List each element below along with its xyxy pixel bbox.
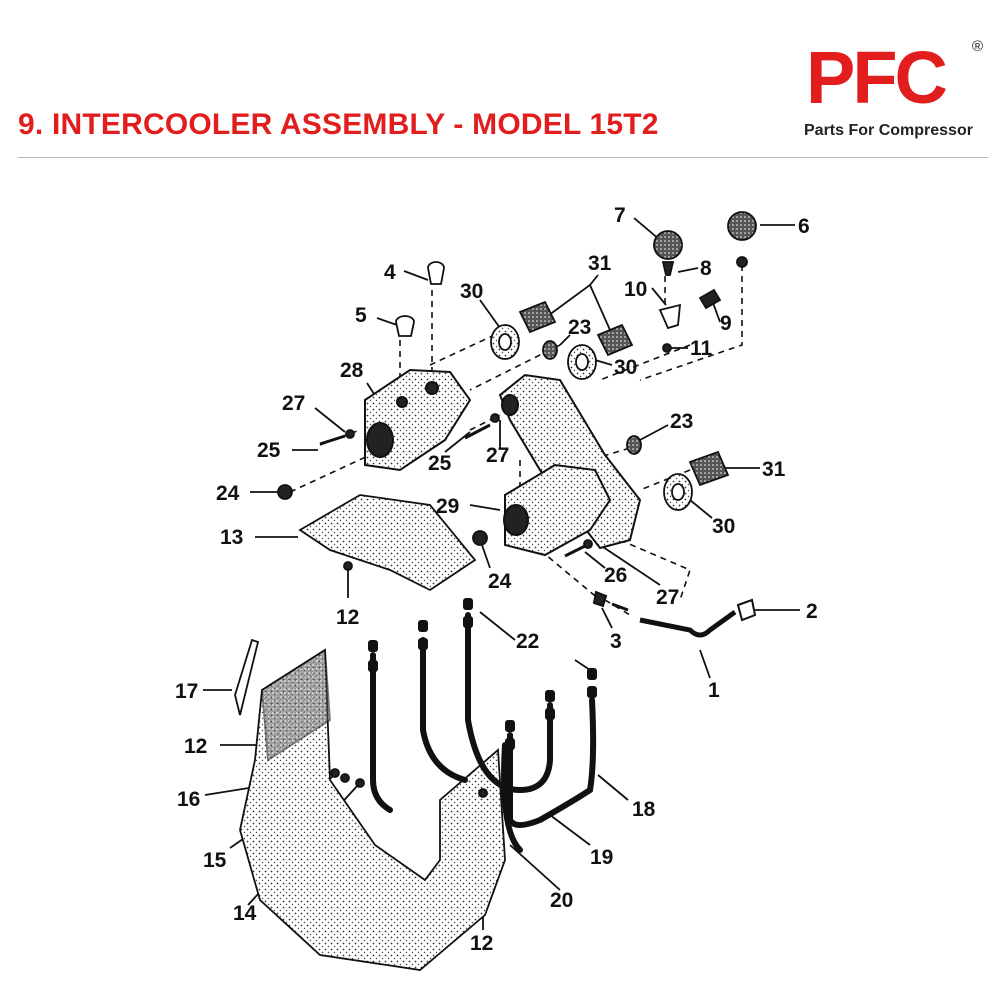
callout-31-top: 31 <box>588 252 612 275</box>
callout-8: 8 <box>700 257 712 280</box>
tube-fittings <box>368 598 597 750</box>
callout-13: 12 <box>184 735 207 758</box>
callout-27-bottom: 27 <box>656 586 679 609</box>
callout-3: 3 <box>610 630 622 653</box>
callout-16: 15 <box>203 849 227 872</box>
callout-24-bottom: 24 <box>488 570 512 593</box>
title-divider <box>18 157 988 158</box>
drain-pipe-assembly <box>592 590 757 638</box>
callout-30-middle: 30 <box>614 356 637 379</box>
registered-mark: ® <box>972 38 984 55</box>
callout-30-left: 30 <box>460 280 483 303</box>
callout-27-left: 27 <box>282 392 305 415</box>
callout-14: 13 <box>220 526 243 549</box>
callout-30-right: 30 <box>712 515 735 538</box>
callout-29: 29 <box>436 495 459 518</box>
callout-25-left: 25 <box>257 439 281 462</box>
baffle-plate <box>298 494 477 592</box>
pfc-logo: PFC ® Parts For Compressor <box>800 38 990 148</box>
callout-20: 19 <box>590 846 613 869</box>
callout-15: 14 <box>233 902 257 925</box>
callout-21: 20 <box>550 889 573 912</box>
callout-26: 26 <box>604 564 627 587</box>
callout-4: 4 <box>384 261 396 284</box>
part-callouts: 4 5 7 6 8 31 10 30 9 23 11 28 30 27 23 2… <box>175 204 818 955</box>
callout-12-top: 12 <box>336 606 359 629</box>
callout-22: 22 <box>516 630 539 653</box>
rear-header <box>503 463 612 557</box>
callout-19: 18 <box>632 798 656 821</box>
mounting-bracket <box>234 638 260 716</box>
intercooler-shroud <box>239 648 506 971</box>
callout-10: 10 <box>624 278 647 301</box>
callout-12-bottom: 12 <box>470 932 493 955</box>
callout-18: 17 <box>175 680 198 703</box>
callout-27-middle: 27 <box>486 444 509 467</box>
callout-2: 2 <box>806 600 818 623</box>
callout-23-top: 23 <box>568 316 591 339</box>
page-title: 9. INTERCOOLER ASSEMBLY - MODEL 15T2 <box>18 108 659 141</box>
callout-23-right: 23 <box>670 410 693 433</box>
callout-24-left: 24 <box>216 482 240 505</box>
intercooler-tubes <box>370 612 597 853</box>
front-header <box>364 368 472 472</box>
callout-9: 9 <box>720 312 732 335</box>
callout-28: 28 <box>340 359 364 382</box>
gauges-and-fittings <box>277 211 757 798</box>
callout-6: 6 <box>798 215 810 238</box>
callout-25-right: 25 <box>428 452 452 475</box>
callout-7: 7 <box>614 204 626 227</box>
callout-31-right: 31 <box>762 458 786 481</box>
callout-11: 11 <box>690 337 713 360</box>
logo-mark: PFC <box>806 36 948 119</box>
logo-tagline: Parts For Compressor <box>804 122 973 139</box>
callout-17: 16 <box>177 788 200 811</box>
callout-1: 1 <box>708 679 720 702</box>
callout-5: 5 <box>355 304 367 327</box>
